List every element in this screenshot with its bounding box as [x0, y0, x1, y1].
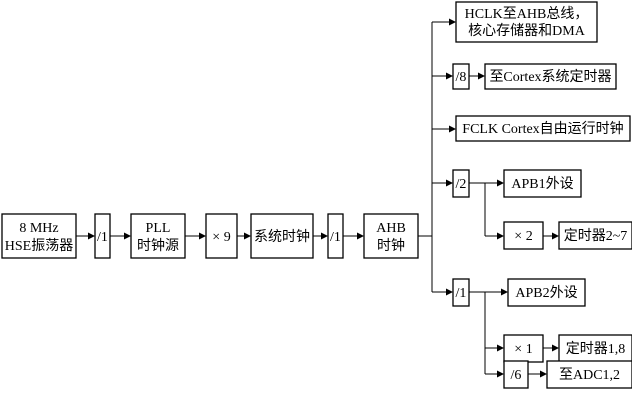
- arrowhead: [124, 232, 131, 240]
- adc-output-block: 至ADC1,2: [546, 360, 632, 389]
- ahb-prescaler-label: /1: [330, 230, 341, 245]
- apb2-peripherals-label: APB2外设: [515, 285, 577, 301]
- pll-multiplier-block: × 9: [205, 213, 238, 259]
- arrowhead: [244, 232, 251, 240]
- apb1-peripherals-block: APB1外设: [503, 169, 582, 198]
- adc-output-label: 至ADC1,2: [559, 368, 620, 383]
- timers-1-8-block: 定时器1,8: [558, 334, 632, 363]
- apb2-timer-multiplier-label: × 1: [514, 342, 532, 357]
- hse-frequency-label: 8 MHz: [19, 221, 58, 236]
- arrowhead: [497, 344, 504, 352]
- arrowhead: [88, 232, 95, 240]
- timers-2-7-block: 定时器2~7: [558, 221, 632, 250]
- arrowhead: [446, 288, 453, 296]
- arrowhead: [552, 344, 559, 352]
- arrowhead: [497, 232, 504, 240]
- timers-1-8-label: 定时器1,8: [566, 341, 626, 357]
- arrowhead: [478, 72, 485, 80]
- arrowhead: [552, 232, 559, 240]
- apb2-peripherals-block: APB2外设: [507, 278, 586, 307]
- ahb-clock-block: AHB 时钟: [363, 213, 419, 259]
- arrowhead: [497, 370, 504, 378]
- hse-oscillator-label: HSE振荡器: [5, 238, 73, 254]
- cortex-system-timer-label: 至Cortex系统定时器: [489, 69, 611, 85]
- timers-2-7-label: 定时器2~7: [564, 228, 628, 244]
- pll-clock-source-block: PLL 时钟源: [130, 213, 186, 259]
- ahb-clock-label: 时钟: [377, 237, 405, 254]
- adc-prescaler-block: /6: [503, 360, 529, 389]
- hclk-line-1: HCLK至AHB总线，: [465, 6, 589, 22]
- adc-prescaler-label: /6: [511, 368, 522, 383]
- pll-label: PLL: [146, 221, 171, 236]
- apb1-timer-multiplier-block: × 2: [503, 221, 544, 250]
- ahb-label: AHB: [376, 221, 406, 236]
- apb2-prescaler-block: /1: [452, 278, 470, 307]
- arrowhead: [540, 370, 547, 378]
- arrowhead: [446, 179, 453, 187]
- arrowheads: [88, 18, 559, 378]
- pll-multiplier-label: × 9: [212, 230, 230, 245]
- arrowhead: [446, 72, 453, 80]
- fclk-output-block: FCLK Cortex自由运行时钟: [455, 115, 631, 142]
- arrowhead: [497, 179, 504, 187]
- apb1-prescaler-label: /2: [456, 177, 467, 192]
- system-clock-label: 系统时钟: [254, 228, 310, 245]
- systick-divider-block: /8: [452, 63, 470, 90]
- apb2-timer-multiplier-block: × 1: [503, 334, 544, 363]
- apb1-timer-multiplier-label: × 2: [514, 229, 532, 244]
- hse-oscillator-block: 8 MHz HSE振荡器: [1, 213, 77, 259]
- apb2-prescaler-label: /1: [456, 286, 467, 301]
- connection-wires: [76, 21, 552, 375]
- clock-source-label: 时钟源: [137, 237, 179, 254]
- arrowhead: [321, 232, 328, 240]
- arrowhead: [501, 288, 508, 296]
- arrowhead: [199, 232, 206, 240]
- systick-divider-label: /8: [456, 70, 467, 85]
- arrowhead: [449, 18, 456, 26]
- hclk-output-block: HCLK至AHB总线， 核心存储器和DMA: [455, 1, 598, 43]
- hse-divider-block: /1: [94, 213, 111, 259]
- system-clock-block: 系统时钟: [250, 213, 314, 259]
- arrowhead: [449, 125, 456, 133]
- arrowhead: [357, 232, 364, 240]
- hclk-line-2: 核心存储器和DMA: [468, 23, 586, 39]
- cortex-system-timer-block: 至Cortex系统定时器: [484, 63, 617, 90]
- apb1-prescaler-block: /2: [452, 169, 470, 198]
- apb1-peripherals-label: APB1外设: [511, 176, 573, 192]
- hse-divider-label: /1: [97, 230, 108, 245]
- fclk-label: FCLK Cortex自由运行时钟: [462, 120, 623, 137]
- ahb-prescaler-block: /1: [327, 213, 344, 259]
